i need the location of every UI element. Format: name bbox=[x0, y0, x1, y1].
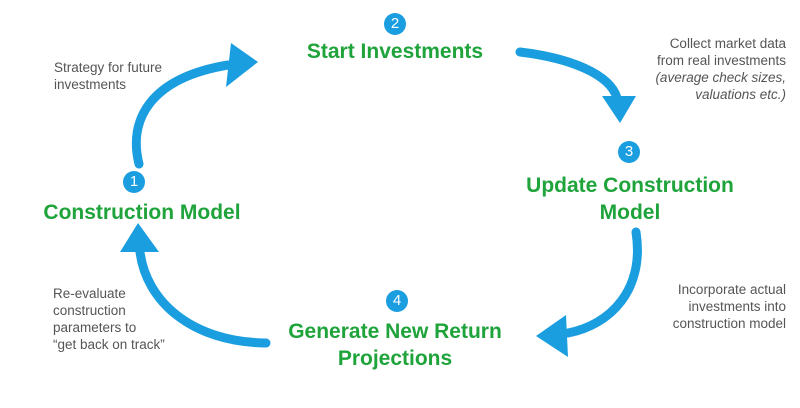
step-1-badge: 1 bbox=[123, 171, 145, 193]
note-collect-line-1: Collect market data bbox=[669, 36, 786, 51]
note-reevaluate: Re-evaluate construction parameters to “… bbox=[53, 285, 165, 353]
step-4-title-line-2: Projections bbox=[337, 347, 453, 370]
arrow-3-to-4-head bbox=[536, 315, 568, 357]
arrow-2-to-3-head bbox=[602, 96, 636, 123]
step-3-title: Update Construction Model bbox=[512, 172, 748, 226]
note-collect-line-2: from real investments bbox=[656, 53, 786, 68]
arrow-1-to-2 bbox=[131, 60, 233, 169]
arrow-4-to-1-head bbox=[120, 223, 159, 252]
arrow-3-to-4 bbox=[563, 227, 642, 338]
note-incorporate: Incorporate actual investments into cons… bbox=[620, 281, 786, 332]
step-1-title-line: Construction Model bbox=[43, 201, 241, 224]
step-4-title-line-1: Generate New Return bbox=[288, 320, 502, 343]
note-reevaluate-line-1: Re-evaluate bbox=[53, 286, 126, 301]
note-reevaluate-line-4: “get back on track” bbox=[53, 337, 165, 352]
step-3-badge: 3 bbox=[618, 141, 640, 163]
step-3-title-line-2: Model bbox=[599, 201, 661, 224]
note-strategy: Strategy for future investments bbox=[54, 59, 162, 93]
note-incorporate-line-3: construction model bbox=[672, 316, 786, 331]
step-1-title: Construction Model bbox=[36, 201, 248, 225]
note-collect: Collect market data from real investment… bbox=[610, 35, 786, 103]
note-collect-line-4: valuations etc.) bbox=[695, 87, 786, 102]
step-2-title-line: Start Investments bbox=[306, 40, 484, 63]
step-2-title: Start Investments bbox=[296, 40, 494, 64]
note-incorporate-line-1: Incorporate actual bbox=[677, 282, 786, 297]
note-reevaluate-line-3: parameters to bbox=[53, 320, 137, 335]
note-strategy-line-1: Strategy for future bbox=[54, 60, 163, 75]
step-3-title-line-1: Update Construction bbox=[526, 174, 734, 197]
note-incorporate-line-2: investments into bbox=[688, 299, 786, 314]
step-4-title: Generate New Return Projections bbox=[272, 318, 518, 372]
note-collect-line-3: (average check sizes, bbox=[655, 70, 786, 85]
note-reevaluate-line-2: construction bbox=[53, 303, 126, 318]
arrow-2-to-3 bbox=[515, 47, 622, 103]
step-2-badge: 2 bbox=[384, 13, 406, 35]
arrow-1-to-2-head bbox=[226, 43, 258, 87]
note-strategy-line-2: investments bbox=[54, 77, 127, 92]
arrow-4-to-1 bbox=[135, 247, 271, 348]
step-4-badge: 4 bbox=[386, 290, 408, 312]
